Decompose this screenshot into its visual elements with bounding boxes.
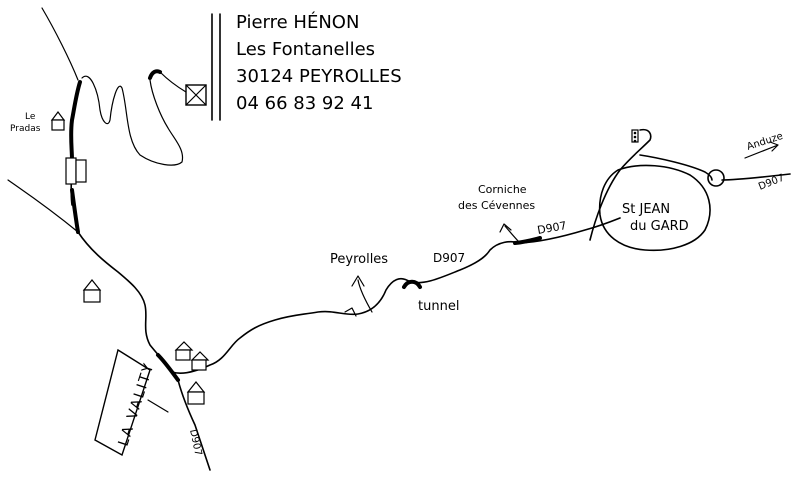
- corniche-arrow: [499, 223, 512, 233]
- destination-box-icon: [185, 84, 207, 106]
- label-st-jean-line1: St JEAN: [622, 202, 670, 217]
- anduze-arrow: [744, 141, 779, 159]
- route-st-jean-segment: [513, 236, 542, 245]
- label-peyrolles: Peyrolles: [330, 252, 388, 267]
- label-d907-east: D907: [536, 219, 567, 237]
- route-to-destination: [148, 69, 162, 80]
- contact-city: 30124 PEYROLLES: [236, 66, 402, 87]
- label-d907-south: D907: [187, 428, 203, 456]
- label-corniche: des Cévennes: [458, 199, 535, 212]
- label-le-pradas-line1: Le: [25, 112, 36, 122]
- roundabout: [707, 169, 725, 187]
- house-icon-la-vality-3: [190, 351, 210, 371]
- house-icon-le-pradas: [50, 111, 66, 131]
- contact-street: Les Fontanelles: [236, 39, 375, 60]
- town-road-north: [589, 128, 652, 241]
- st-jean-outline: [598, 164, 711, 252]
- label-d907-middle: D907: [433, 251, 465, 265]
- house-icon-la-vality-2: [174, 341, 194, 361]
- la-vality-sign: [94, 348, 169, 457]
- peyrolles-arrow: [351, 275, 365, 287]
- label-tunnel: tunnel: [418, 299, 459, 314]
- road-to-anduze: [721, 173, 791, 181]
- ridge-line-left: [7, 179, 79, 233]
- label-corniche-line1: Corniche: [478, 183, 527, 196]
- valley-line-outer: [41, 7, 79, 81]
- peyrolles-spur: [357, 279, 373, 313]
- corniche-spur: [504, 225, 521, 244]
- valley-line-inner: [81, 75, 184, 166]
- main-road: [77, 231, 411, 374]
- route-la-vality-segment: [156, 353, 180, 382]
- house-icon-la-vality-1: [186, 381, 206, 405]
- peyrolles-turn-mark: [344, 307, 357, 317]
- label-st-jean-line2: du GARD: [630, 219, 689, 234]
- contact-phone: 04 66 83 92 41: [236, 93, 373, 114]
- traffic-light-icon: [631, 129, 639, 143]
- house-icon-middle: [82, 279, 102, 303]
- building-cluster-icon: [65, 157, 87, 185]
- contact-name: Pierre HÉNON: [236, 11, 359, 33]
- tunnel-mark: [402, 279, 422, 289]
- destination-spur: [159, 71, 187, 93]
- road-to-tunnel: [409, 217, 621, 284]
- route-mid-segment: [70, 188, 80, 234]
- label-le-pradas: Pradas: [10, 124, 41, 134]
- route-north-segment: [69, 80, 82, 162]
- road-d907-south: [177, 379, 211, 471]
- town-road-east: [639, 154, 713, 181]
